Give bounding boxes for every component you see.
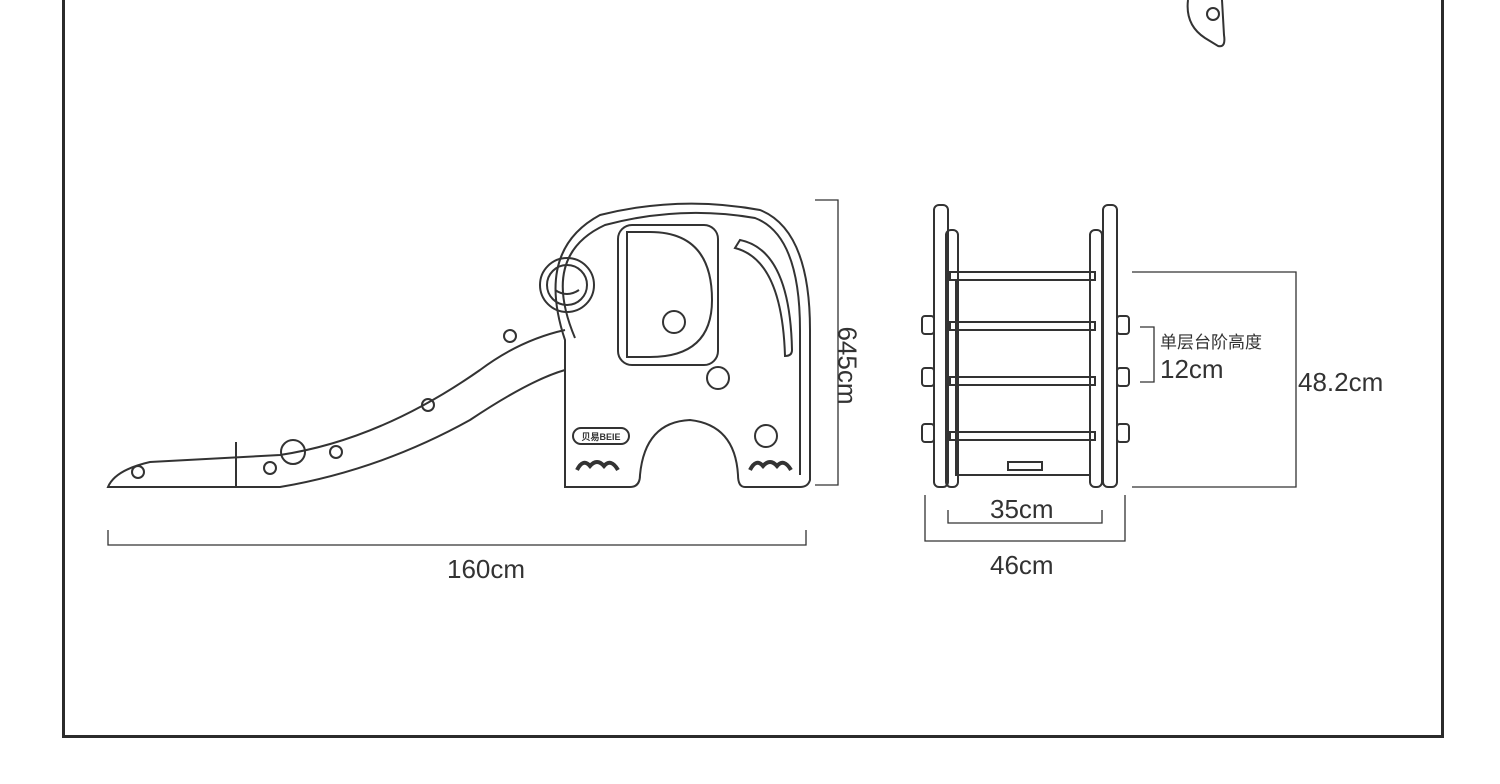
outer-width-dimension-line <box>924 495 1126 542</box>
step-height-dimension-line <box>1140 326 1155 383</box>
step-height-label: 12cm <box>1160 354 1224 384</box>
platform-height-label: 48.2cm <box>1298 367 1384 397</box>
step-height-caption: 单层台阶高度 <box>1160 333 1262 352</box>
inner-width-label: 35cm <box>990 494 1054 524</box>
diagram-frame <box>62 0 1444 738</box>
outer-width-label: 46cm <box>990 550 1054 580</box>
partial-part-top-right <box>1186 0 1226 48</box>
height-label: 645cm <box>832 326 863 405</box>
side-view-elephant-slide <box>106 202 811 488</box>
length-dimension-line <box>107 530 807 546</box>
brand-logo: 贝易BEIE <box>581 432 620 442</box>
inner-width-dimension-line <box>947 510 1103 524</box>
length-label: 160cm <box>447 554 526 584</box>
dimension-lines <box>107 199 1297 546</box>
height-dimension-line <box>815 199 839 486</box>
platform-height-dimension-line <box>1132 271 1297 488</box>
front-view-slide <box>921 204 1130 488</box>
